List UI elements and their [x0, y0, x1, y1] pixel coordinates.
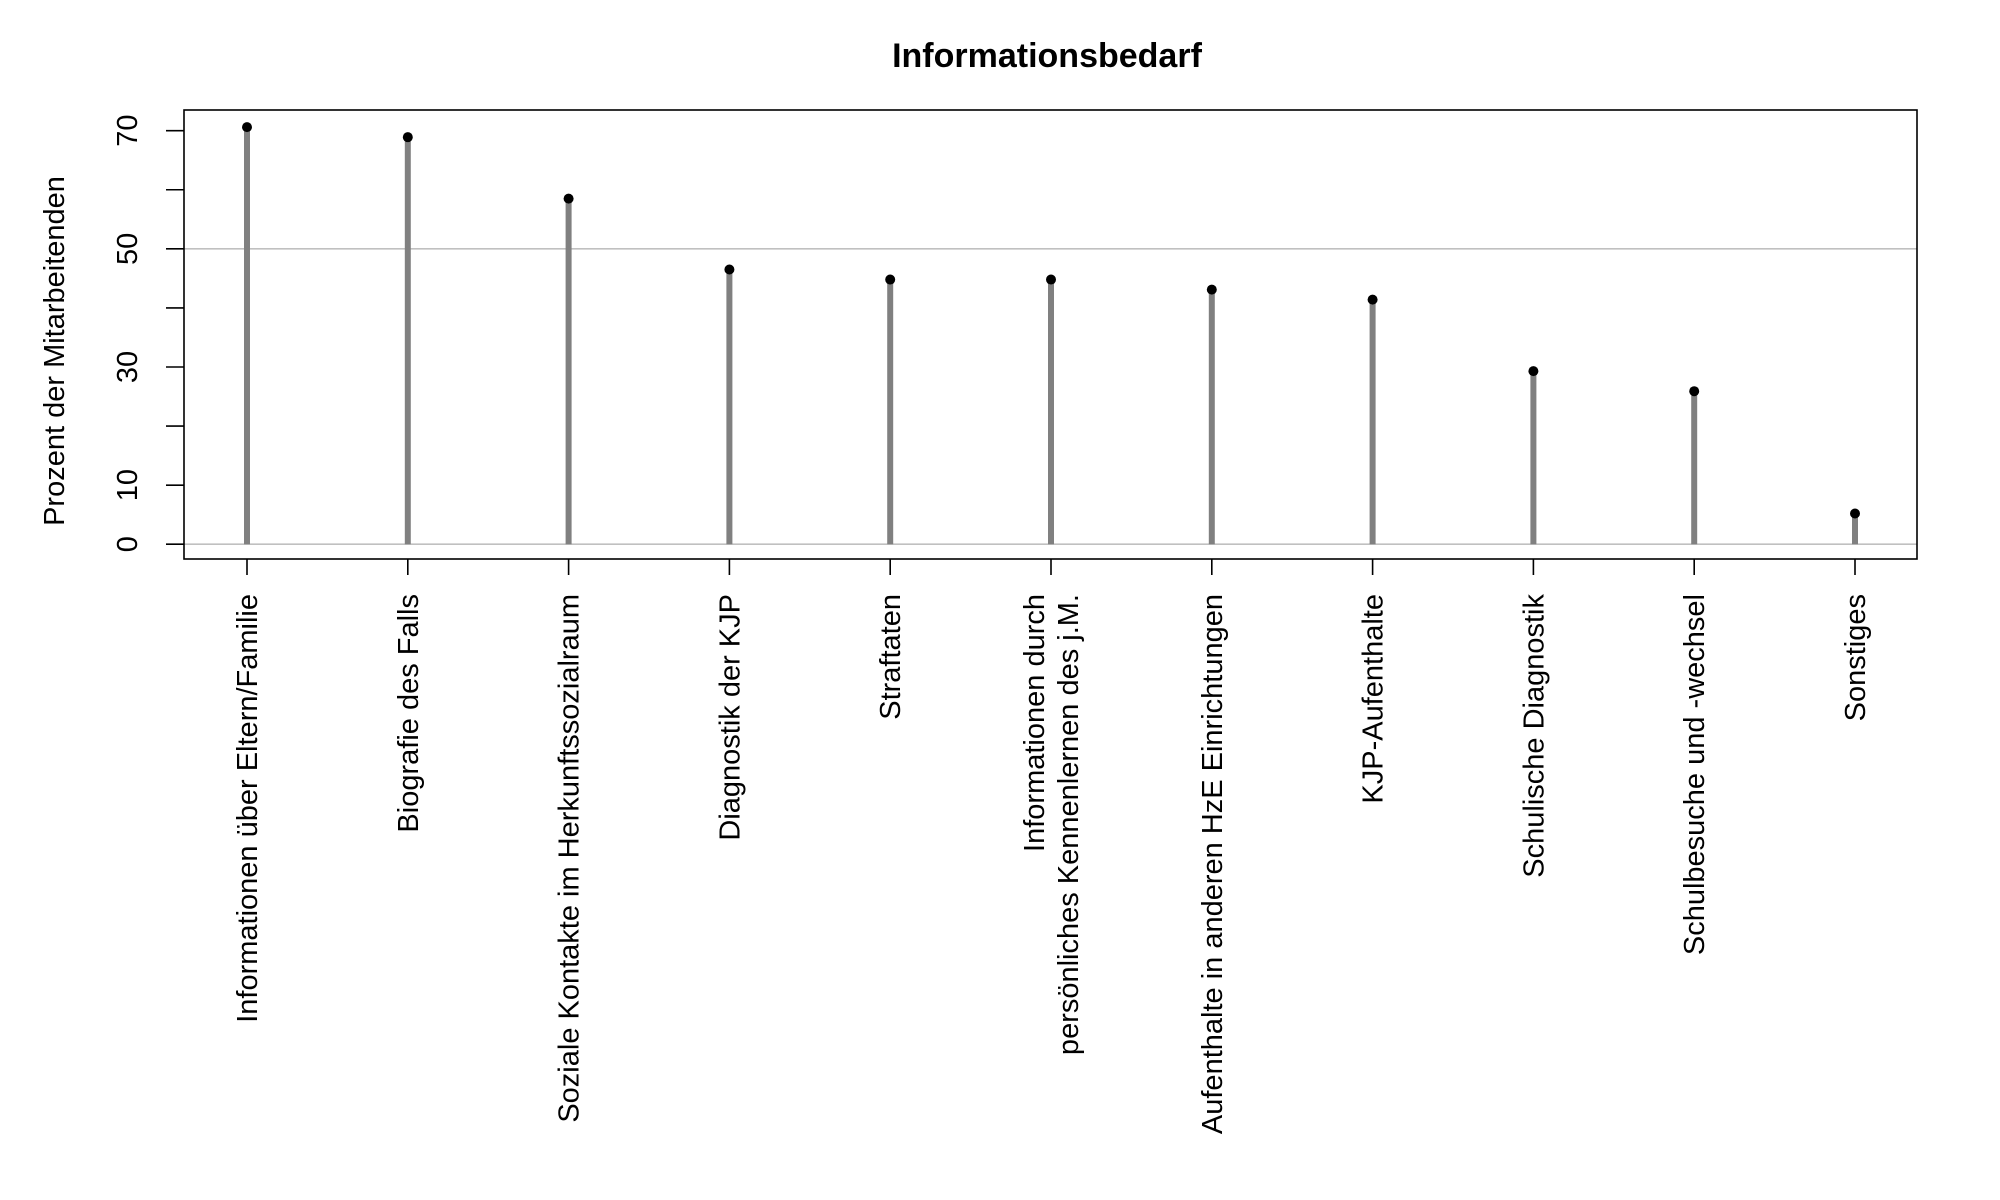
y-tick-label: 70 — [112, 115, 144, 147]
x-tick-label: Straftaten — [875, 594, 907, 720]
x-tick-label: Soziale Kontakte im Herkunftssozialraum — [554, 594, 586, 1123]
y-tick-label: 30 — [112, 351, 144, 383]
x-tick-label-line: persönliches Kennenlernen des j.M. — [1053, 594, 1085, 1055]
x-tick-label: Schulische Diagnostik — [1518, 594, 1550, 878]
y-tick-label: 10 — [112, 469, 144, 501]
x-tick-label-line: Informationen durch — [1019, 594, 1051, 852]
x-tick-label: Informationen durchpersönliches Kennenle… — [1019, 594, 1085, 1055]
lollipop-point — [242, 122, 252, 133]
x-tick-label-line: Diagnostik der KJP — [714, 594, 746, 841]
lollipop-point — [563, 193, 574, 204]
x-tick-label: Sonstiges — [1840, 594, 1872, 721]
lollipop-point — [1367, 294, 1378, 305]
x-tick-label-line: Biografie des Falls — [393, 594, 425, 833]
x-tick-label-line: Informationen über Eltern/Familie — [232, 594, 264, 1023]
x-tick-label-line: KJP-Aufenthalte — [1358, 594, 1390, 804]
x-tick-label-line: Aufenthalte in anderen HzE Einrichtungen — [1197, 594, 1229, 1134]
x-tick-label: KJP-Aufenthalte — [1358, 594, 1390, 804]
x-tick-label-line: Schulische Diagnostik — [1518, 594, 1550, 878]
lollipop-point — [402, 132, 413, 143]
lollipop-point — [1206, 284, 1217, 295]
y-axis-label: Prozent der Mitarbeitenden — [39, 176, 71, 526]
lollipop-point — [1689, 386, 1700, 397]
chart-title: Informationsbedarf — [892, 37, 1202, 75]
x-tick-label-line: Straftaten — [875, 594, 907, 720]
lollipop-point — [724, 264, 735, 275]
lollipop-point — [885, 274, 896, 285]
x-tick-label: Informationen über Eltern/Familie — [232, 594, 264, 1023]
x-tick-label: Diagnostik der KJP — [714, 594, 746, 841]
lollipop-point — [1528, 366, 1539, 377]
lollipop-point — [1046, 274, 1056, 285]
lollipop-point — [1850, 508, 1860, 519]
x-tick-label-line: Soziale Kontakte im Herkunftssozialraum — [554, 594, 586, 1123]
y-tick-label: 50 — [112, 233, 144, 265]
y-tick-label: 0 — [112, 536, 144, 552]
x-tick-label-line: Sonstiges — [1840, 594, 1872, 721]
x-tick-label: Aufenthalte in anderen HzE Einrichtungen — [1197, 594, 1229, 1134]
x-tick-label: Schulbesuche und -wechsel — [1679, 594, 1711, 955]
x-tick-label: Biografie des Falls — [393, 594, 425, 833]
x-tick-label-line: Schulbesuche und -wechsel — [1679, 594, 1711, 955]
